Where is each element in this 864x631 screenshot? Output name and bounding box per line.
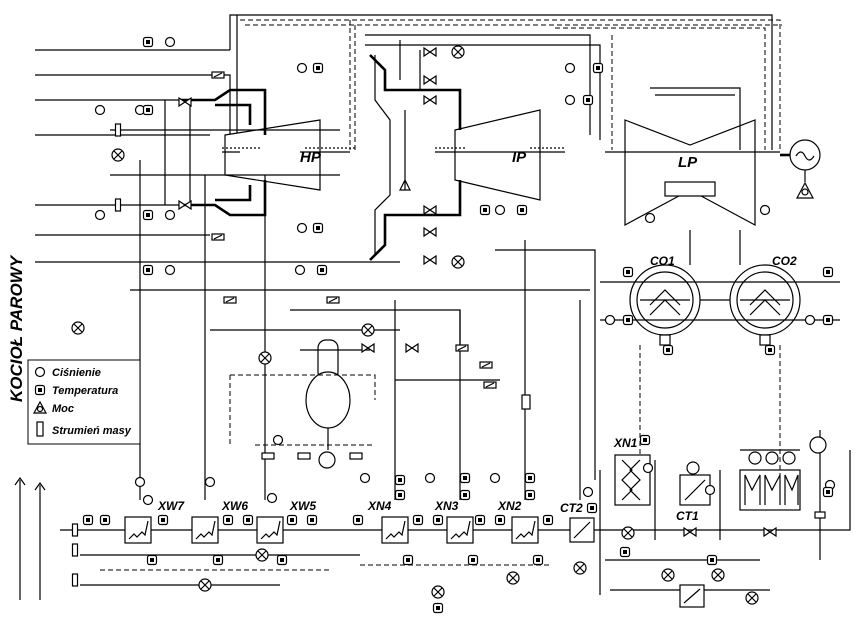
flow-orifices [211,71,531,410]
xw7-label: XW7 [157,499,185,513]
main-steam-lines [35,14,782,263]
hp-turbine: HP [110,88,355,217]
hp-label: HP [300,149,322,166]
pump-icon [573,561,587,575]
feedwater-lines [14,345,851,600]
co1-label: CO1 [650,254,675,268]
pressure-legend-icon [34,366,46,378]
pressure-sensors [94,36,836,506]
lp-label: LP [678,154,698,171]
pump-icon [745,591,759,605]
pump-icon [361,323,375,337]
xn4-label: XN4 [367,499,392,513]
pump-icon [506,571,520,585]
heater-ct1: CT1 [676,474,711,523]
heater-xw5: XW5 [256,499,316,544]
heat-exchanger-bottom [679,584,705,608]
ip-label: IP [512,149,527,166]
pump-icon [809,436,827,454]
legend-temperature: Temperatura [52,385,118,397]
pump-icon [258,351,272,365]
pump-icon [686,461,700,475]
condenser-co1: CO1 [629,254,701,346]
legend-mass-flow: Strumień masy [52,425,132,437]
mass-flow-meters [71,123,826,587]
deaerator-tank [305,339,351,450]
lp-turbine: LP [605,87,780,227]
pump-icon [621,526,635,540]
mass-flow-legend-icon [36,421,44,437]
temperature-legend-icon [34,384,46,396]
xw6-label: XW6 [221,499,248,513]
pump-icon [111,148,125,162]
xw5-label: XW5 [289,499,316,513]
pump-icon [431,585,445,599]
ct1-label: CT1 [676,509,699,523]
xn3-label: XN3 [434,499,459,513]
extraction-lines [130,160,596,500]
heater-xn1: XN1 [613,436,651,506]
xn2-label: XN2 [497,499,522,513]
heater-xw6: XW6 [191,499,248,544]
pump-icon [255,548,269,562]
pump-icon [711,568,725,582]
legend-power: Moc [52,403,74,415]
pump-icon [451,45,465,59]
legend-pressure: Ciśnienie [52,367,101,379]
xn1-label: XN1 [613,436,638,450]
condenser-co2: CO2 [729,254,801,346]
boiler-title: KOCIOŁ PAROWY [7,254,26,402]
heater-xw7: XW7 [124,499,185,544]
pump-icon [661,568,675,582]
heater-xn3: XN3 [434,499,474,544]
pump-icon [71,321,85,335]
heater-xn4: XN4 [367,499,409,544]
pump-icon [198,578,212,592]
co2-label: CO2 [772,254,797,268]
power-legend-icon [32,400,48,414]
generator [780,139,821,199]
heater-xn2: XN2 [497,499,539,544]
pump-icon [451,255,465,269]
ejector-block [739,430,821,560]
heater-ct2: CT2 [560,501,595,543]
legend: Ciśnienie Temperatura Moc Strumień masy [27,359,141,445]
ct2-label: CT2 [560,501,583,515]
feed-pump-icon [318,451,336,469]
ip-turbine: IP [369,54,565,261]
